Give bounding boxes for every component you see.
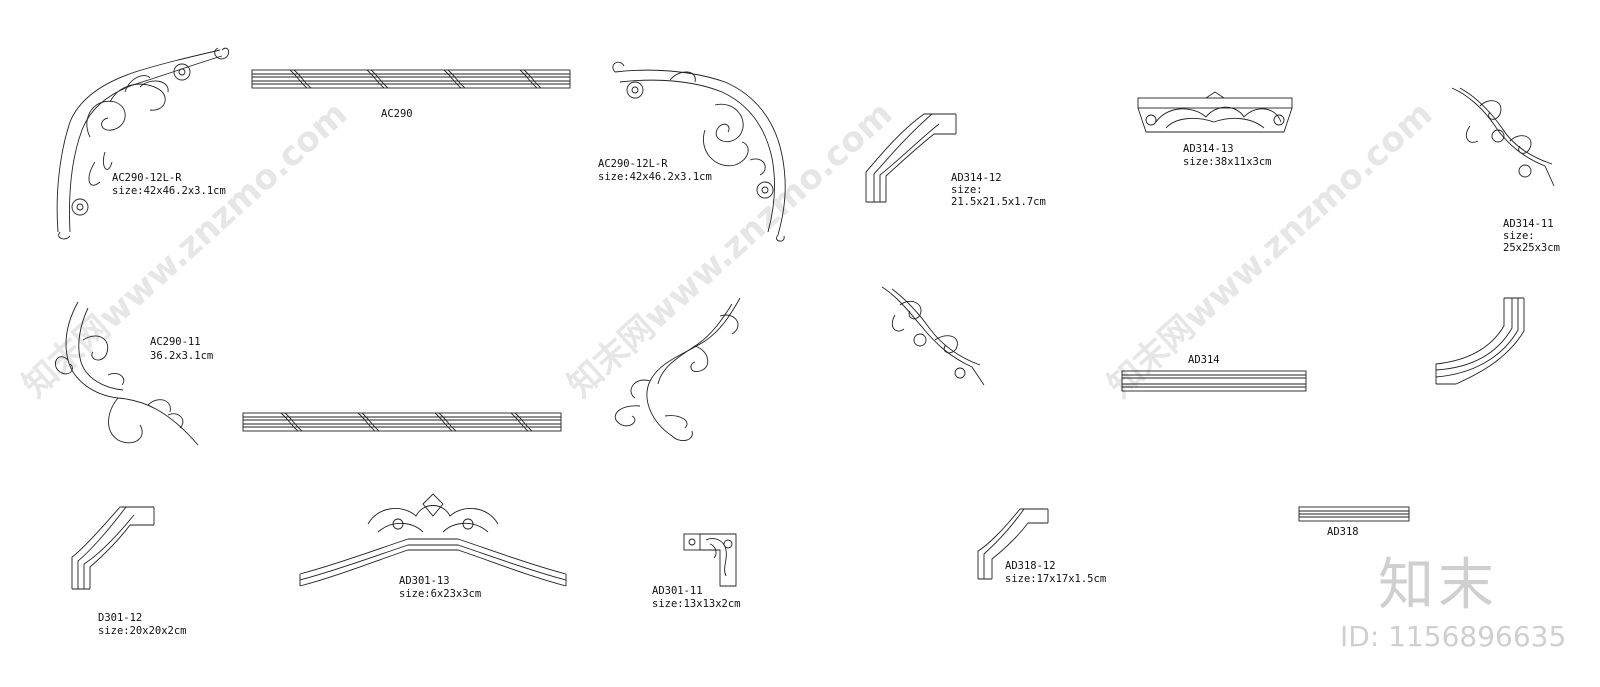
d301-12-size: size:20x20x2cm [98,625,187,637]
ac290-12lr-ornament-right [612,61,786,242]
ad318-12-code: AD318-12 [1005,560,1056,572]
ac290-11-code: AC290-11 [150,336,201,348]
ad314-12-size-label: size: [951,184,983,196]
ad318-code: AD318 [1327,526,1359,538]
ad314-12-corner [865,113,957,203]
ad314-11-size-label: size: [1503,230,1535,242]
d301-12-corner [71,506,155,590]
ad301-13-arch [299,493,567,587]
ac290-12lr-ornament-left [56,47,230,240]
ad314-13-crest [1137,91,1293,133]
ac290-11-scroll-right [614,297,741,442]
brand-logo: 知末 [1378,553,1498,618]
ad314-curved-corner [1435,297,1525,385]
ad318-12-size: size:17x17x1.5cm [1005,573,1107,585]
ad301-13-size: size:6x23x3cm [399,588,482,600]
ad314-ornament [881,286,985,386]
ad314-11-ornament [1451,87,1555,187]
ad301-11-size: size:13x13x2cm [652,598,741,610]
ad314-code: AD314 [1188,354,1220,366]
ad301-11-code: AD301-11 [652,585,703,597]
ac290-11-scroll-left [55,301,199,446]
ac290-11-size: 36.2x3.1cm [150,350,214,362]
brand-id: ID: 1156896635 [1340,620,1567,653]
ac290-code: AC290 [381,108,413,120]
ac290-12lr-size-left: size:42x46.2x3.1cm [112,185,226,197]
ad318-12-corner [977,508,1049,580]
ad314-11-size: 25x25x3cm [1503,242,1560,254]
ac290-12lr-code-right: AC290-12L-R [598,158,668,170]
ad314-12-code: AD314-12 [951,172,1002,184]
ad318-moulding [1298,506,1410,522]
ad301-13-code: AD301-13 [399,575,450,587]
ad314-13-code: AD314-13 [1183,143,1234,155]
ad314-12-size: 21.5x21.5x1.7cm [951,196,1046,208]
ac290-moulding-bottom [242,412,562,432]
ad301-11-corner [683,533,737,587]
ad314-moulding [1121,370,1307,392]
ac290-12lr-size-right: size:42x46.2x3.1cm [598,171,712,183]
ac290-12lr-code-left: AC290-12L-R [112,172,182,184]
ad314-11-code: AD314-11 [1503,218,1554,230]
ad314-13-size: size:38x11x3cm [1183,156,1272,168]
ac290-moulding-top [251,69,571,89]
d301-12-code: D301-12 [98,612,143,624]
